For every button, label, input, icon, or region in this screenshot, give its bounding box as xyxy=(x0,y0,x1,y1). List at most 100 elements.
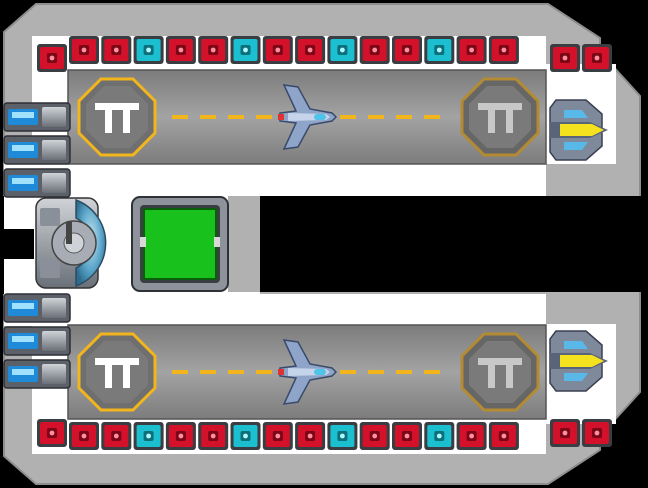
tile-light xyxy=(594,430,600,436)
red-block-icon xyxy=(295,36,326,64)
thruster-icon xyxy=(3,168,71,198)
tile-light xyxy=(436,433,442,439)
cyan-block-icon xyxy=(424,422,455,450)
tile-light xyxy=(49,55,55,61)
fighter-canopy xyxy=(560,124,604,136)
red-block-icon xyxy=(488,422,519,450)
runway-dash xyxy=(172,115,188,119)
tile-light xyxy=(81,433,87,439)
tile-light xyxy=(146,433,151,439)
cyan-block-icon xyxy=(327,36,358,64)
cyan-block-icon xyxy=(133,36,164,64)
runway-dash xyxy=(256,370,272,374)
runway-dash xyxy=(368,115,384,119)
landing-pad-icon xyxy=(460,332,540,412)
tile-light xyxy=(307,433,313,439)
red-block-icon xyxy=(392,422,422,450)
thruster-nozzle xyxy=(42,140,66,160)
thruster-highlight xyxy=(12,369,34,375)
landing-pad-icon xyxy=(460,77,540,157)
red-block-icon xyxy=(101,36,132,64)
red-block-icon xyxy=(101,422,132,450)
space-gap xyxy=(260,196,648,292)
left-notch xyxy=(0,196,4,294)
turret-barrel xyxy=(66,222,72,244)
runway-dash xyxy=(200,115,216,119)
turret-icon xyxy=(35,197,107,289)
tile-light xyxy=(210,433,216,439)
red-block-icon xyxy=(198,422,229,450)
pad-face xyxy=(469,86,531,148)
thruster-icon xyxy=(3,326,71,356)
runway-dash xyxy=(256,115,272,119)
red-block-icon xyxy=(262,36,293,64)
runway-dash xyxy=(340,115,356,119)
tile-light xyxy=(436,47,442,53)
thruster-nozzle xyxy=(42,298,66,318)
red-block-icon xyxy=(582,44,612,72)
tile-light xyxy=(243,47,248,53)
tile-light xyxy=(372,47,378,53)
runway-dash xyxy=(368,370,384,374)
pad-glyph-leg xyxy=(488,109,495,133)
upper-thruster-pods xyxy=(3,102,71,198)
fighter-wing xyxy=(564,373,588,381)
landing-pad-icon xyxy=(77,77,157,157)
thruster-icon xyxy=(3,293,71,323)
tile-light xyxy=(178,47,184,53)
red-block-icon xyxy=(165,36,196,64)
tile-light xyxy=(275,47,281,53)
pad-glyph-bar xyxy=(478,358,522,365)
pad-glyph-leg xyxy=(123,364,130,388)
void-wall xyxy=(228,196,260,292)
thruster-icon xyxy=(3,135,71,165)
tile-light xyxy=(469,47,474,53)
tile-light xyxy=(404,47,410,53)
tile-light xyxy=(243,433,248,439)
tile-light xyxy=(210,47,216,53)
fighter-icon xyxy=(549,330,608,392)
pad-face xyxy=(469,341,531,403)
pad-glyph-leg xyxy=(488,364,495,388)
thruster-icon xyxy=(3,359,71,389)
cyan-block-icon xyxy=(230,422,261,450)
thruster-highlight xyxy=(12,112,34,118)
cyan-block-icon xyxy=(230,36,261,64)
red-block-icon xyxy=(550,419,580,447)
runway-dash xyxy=(172,370,188,374)
tile-light xyxy=(501,433,507,439)
turret-panel xyxy=(40,260,60,278)
upper-bay xyxy=(37,44,612,165)
pad-face xyxy=(86,341,148,403)
red-block-icon xyxy=(262,422,293,450)
tile-light xyxy=(501,47,507,53)
thruster-nozzle xyxy=(42,364,66,384)
red-block-icon xyxy=(198,36,229,64)
pad-glyph-bar xyxy=(478,103,522,110)
turret-panel xyxy=(40,208,60,226)
pad-glyph-leg xyxy=(105,364,112,388)
tile-light xyxy=(372,433,378,439)
ship-cockpit xyxy=(314,369,326,375)
tile-light xyxy=(307,47,313,53)
runway-dash xyxy=(228,115,244,119)
landing-pad-icon xyxy=(77,332,157,412)
ship-engine xyxy=(278,369,284,375)
top-wall-tiles xyxy=(69,36,519,64)
red-block-icon xyxy=(165,422,196,450)
runway-dash xyxy=(396,115,412,119)
red-block-icon xyxy=(488,36,519,64)
red-block-icon xyxy=(359,36,390,64)
tile-light xyxy=(146,47,151,53)
pad-glyph-bar xyxy=(95,358,139,365)
monitor-clip xyxy=(214,237,220,247)
fighter-icon xyxy=(549,99,608,161)
tile-light xyxy=(113,433,119,439)
tile-light xyxy=(562,430,568,436)
tile-light xyxy=(49,430,55,436)
red-block-icon xyxy=(37,419,67,447)
thruster-highlight xyxy=(12,145,34,151)
fighter-wing xyxy=(564,110,588,118)
runway-dash xyxy=(396,370,412,374)
red-block-icon xyxy=(582,419,612,447)
